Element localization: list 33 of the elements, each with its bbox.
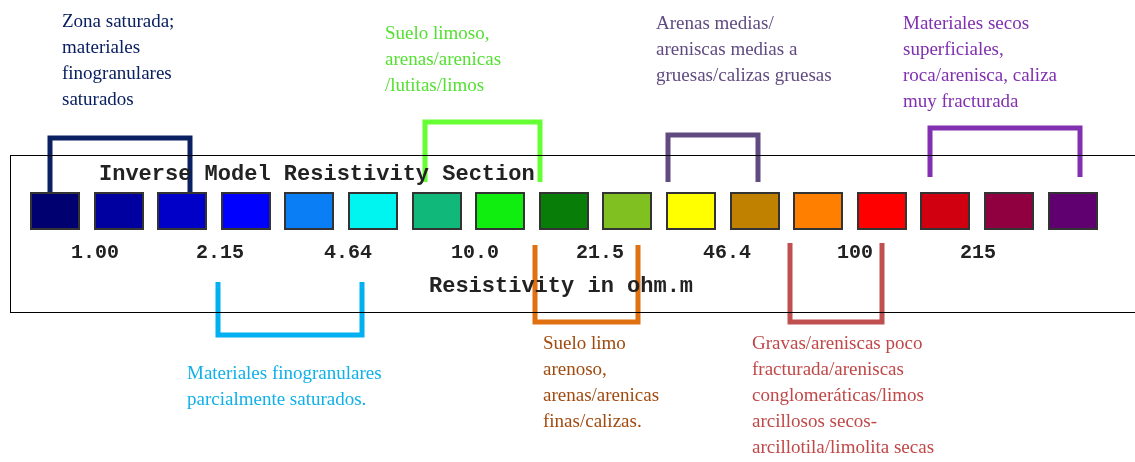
color-swatch (1047, 192, 1098, 230)
tick-label: 46.4 (703, 240, 751, 266)
color-swatch (602, 192, 653, 230)
color-swatch (538, 192, 589, 230)
annotation-text: Materiales secos superficiales, roca/arenisca, caliza muy fracturada (903, 11, 1058, 113)
color-swatch (475, 192, 526, 230)
tick-label: 215 (960, 240, 996, 266)
color-swatch (348, 192, 398, 230)
color-swatch (793, 192, 844, 230)
color-swatch (729, 192, 780, 230)
annotation-text: Gravas/areniscas poco fracturada/areniscas conglomeráticas/limos arcillosos secos-arcillotila/limolita secas (752, 331, 936, 459)
color-swatch (30, 192, 80, 230)
annotation-text: Suelo limoso, arenas/arenicas /lutitas/limos (385, 21, 503, 97)
color-swatch (220, 192, 271, 230)
color-swatch (93, 192, 144, 230)
tick-label: 21.5 (576, 240, 624, 266)
tick-label: 10.0 (451, 240, 499, 266)
tick-label: 2.15 (196, 240, 244, 266)
color-swatch (984, 192, 1034, 230)
annotation-text: Materiales finogranulares parcialmente saturados. (187, 361, 383, 411)
tick-label: 1.00 (71, 240, 119, 266)
tick-label: 100 (837, 240, 873, 266)
color-swatch (856, 192, 907, 230)
color-swatch (920, 192, 971, 230)
scale-panel (10, 155, 1135, 313)
color-swatch (157, 192, 208, 230)
annotation-text: Suelo limo arenoso, arenas/arenicas finas/calizas. (543, 331, 661, 433)
color-swatch (411, 192, 462, 230)
annotation-text: Arenas medias/ areniscas medias a gruesas/calizas gruesas (656, 11, 833, 87)
tick-label: 4.64 (324, 240, 372, 266)
color-swatch (284, 192, 335, 230)
color-swatch (666, 192, 716, 230)
annotation-text: Zona saturada; materiales finogranulares saturados (62, 9, 176, 111)
